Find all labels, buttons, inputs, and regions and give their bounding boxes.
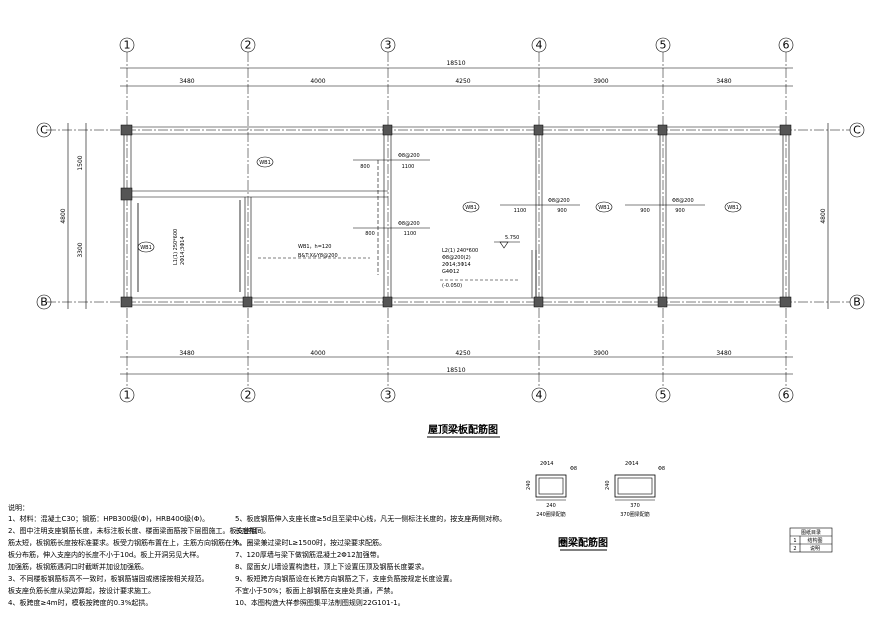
axis-3-bottom: 3 xyxy=(385,389,392,402)
note-line: 筋太短，板钢筋长度按标准要求。板受力钢筋布置在上，主筋方向钢筋在外。 xyxy=(8,538,246,547)
dim-top-span-3: 4250 xyxy=(455,78,470,85)
rebar-len-900b: 900 xyxy=(640,208,650,214)
beam-l2-rebar: 2Φ14;3Φ14 xyxy=(442,262,471,268)
section1-height: 240 xyxy=(526,480,532,490)
note-line: 不宜小于50%；板面上部钢筋在支座处贯通，严禁。 xyxy=(235,586,398,595)
ring-beam-title: 圈梁配筋图 xyxy=(558,536,608,549)
main-title: 屋顶梁板配筋图 xyxy=(428,423,498,436)
rebar-len-1100b: 1100 xyxy=(404,231,417,237)
beam-l1-rebar: 2Φ14;3Φ14 xyxy=(180,236,186,265)
table-cell: 说明 xyxy=(810,545,820,552)
axis-c-left: C xyxy=(40,124,48,137)
note-line: 10、本图构造大样参照图集平法制图规则22G101-1。 xyxy=(235,598,405,607)
wb1-label-d: WB1 xyxy=(598,205,610,211)
section2-label: 370圈梁配筋 xyxy=(620,511,650,518)
section1-top-rebar: 2Φ14 xyxy=(540,461,553,467)
section2-height: 240 xyxy=(605,480,611,490)
axis-1-top: 1 xyxy=(124,39,131,52)
rebar-len-1100c: 1100 xyxy=(514,208,527,214)
note-line: 7、120厚墙与梁下做钢筋混凝土2Φ12加强带。 xyxy=(235,550,384,559)
dim-bottom-span-1: 3480 xyxy=(179,350,194,357)
notes-title: 说明： xyxy=(8,503,29,512)
rebar-label-3: Φ8@200 xyxy=(548,198,570,204)
rebar-label-4: Φ8@200 xyxy=(672,198,694,204)
section1-stirrup: Φ8 xyxy=(570,466,577,472)
note-line: 3、不同楼板钢筋标高不一致时，板钢筋锚固或搭接按相关规范。 xyxy=(8,574,208,583)
table-header: 图纸目录 xyxy=(801,529,821,536)
wb1-label-a: WB1 xyxy=(259,160,271,166)
axis-2-bottom: 2 xyxy=(245,389,252,402)
table-cell: 1 xyxy=(793,538,796,544)
section1-label: 240圈梁配筋 xyxy=(536,511,566,518)
dim-top-span-5: 3480 xyxy=(716,78,731,85)
axis-5-bottom: 5 xyxy=(660,389,667,402)
beam-l2-elev: (-0.050) xyxy=(442,283,462,289)
slab-note-1: WB1，h=120 xyxy=(298,244,331,250)
axis-6-bottom: 6 xyxy=(783,389,790,402)
axis-6-top: 6 xyxy=(783,39,790,52)
dim-top-span-2: 4000 xyxy=(310,78,325,85)
axis-4-bottom: 4 xyxy=(536,389,543,402)
rebar-len-900c: 900 xyxy=(675,208,685,214)
table-cell: 结构图 xyxy=(807,537,822,544)
dim-top-total: 18510 xyxy=(446,60,465,67)
dim-left-part-1: 1500 xyxy=(77,155,84,170)
dim-left-part-2: 3300 xyxy=(77,242,84,257)
wb1-label-c: WB1 xyxy=(465,205,477,211)
beam-l2-label: L2(1) 240*600 xyxy=(442,248,478,254)
note-line: 4、板跨度≥4m时，模板按跨度的0.3%起拱。 xyxy=(8,598,152,607)
note-line: 1、材料：混凝土C30；钢筋：HPB300级(Φ)，HRB400级(Φ)。 xyxy=(8,514,209,523)
axis-b-left: B xyxy=(40,296,48,309)
rebar-len-1100a: 1100 xyxy=(402,164,415,170)
rebar-label-1: Φ8@200 xyxy=(398,153,420,159)
dim-left-total: 4800 xyxy=(60,208,67,223)
slab-note-2: B&T:X&Y8@200 xyxy=(298,253,338,259)
note-line: 6、圈梁兼过梁时L≥1500时，按过梁要求配筋。 xyxy=(235,538,386,547)
axis-4-top: 4 xyxy=(536,39,543,52)
note-line: 8、屋面女儿墙设置构造柱，顶上下设置压顶及钢筋长度要求。 xyxy=(235,562,428,571)
rebar-label-2: Φ8@200 xyxy=(398,221,420,227)
axis-c-right: C xyxy=(853,124,861,137)
axis-2-top: 2 xyxy=(245,39,252,52)
beam-l2-waist: G4Φ12 xyxy=(442,269,459,275)
wb1-label-e: WB1 xyxy=(727,205,739,211)
wb1-label-b: WB1 xyxy=(140,245,152,251)
note-line: 加强筋，板钢筋遇洞口时截断并加设加强筋。 xyxy=(8,562,148,571)
axis-3-top: 3 xyxy=(385,39,392,52)
beam-l2-stirrup: Φ8@200(2) xyxy=(442,255,471,261)
dim-bottom-span-3: 4250 xyxy=(455,350,470,357)
section2-width: 370 xyxy=(630,503,640,509)
axis-1-bottom: 1 xyxy=(124,389,131,402)
note-line: 板分布筋，伸入支座内的长度不小于10d。板上开洞另见大样。 xyxy=(8,550,203,559)
elevation-label: 5.750 xyxy=(505,235,519,241)
beam-l1-label: L1(1) 250*600 xyxy=(173,229,179,265)
dim-bottom-span-2: 4000 xyxy=(310,350,325,357)
dim-top-span-4: 3900 xyxy=(593,78,608,85)
dim-top-span-1: 3480 xyxy=(179,78,194,85)
axis-b-right: B xyxy=(853,296,861,309)
axis-5-top: 5 xyxy=(660,39,667,52)
dim-bottom-span-5: 3480 xyxy=(716,350,731,357)
dim-bottom-span-4: 3900 xyxy=(593,350,608,357)
table-cell: 2 xyxy=(793,546,796,552)
section2-stirrup: Φ8 xyxy=(658,466,665,472)
rebar-len-800b: 800 xyxy=(365,231,375,237)
rebar-len-800a: 800 xyxy=(360,164,370,170)
dim-bottom-total: 18510 xyxy=(446,367,465,374)
rebar-len-900a: 900 xyxy=(557,208,567,214)
dim-right-total: 4800 xyxy=(820,208,827,223)
note-line: 板支座负筋长度从梁边算起，按设计要求施工。 xyxy=(8,586,155,595)
note-line: 长度相同。 xyxy=(235,526,270,535)
note-line: 2、图中注明支座钢筋长度，未标注板长度、楼面梁面筋按下层图施工。板支座钢 xyxy=(8,526,257,535)
note-line: 9、板短跨方向钢筋设在长跨方向钢筋之下，支座负筋按规定长度设置。 xyxy=(235,574,456,583)
section1-width: 240 xyxy=(546,503,556,509)
section2-top-rebar: 2Φ14 xyxy=(625,461,638,467)
note-line: 5、板底钢筋伸入支座长度≥5d且至梁中心线，凡无一侧标注长度的，按支座两侧对称。 xyxy=(235,514,506,523)
